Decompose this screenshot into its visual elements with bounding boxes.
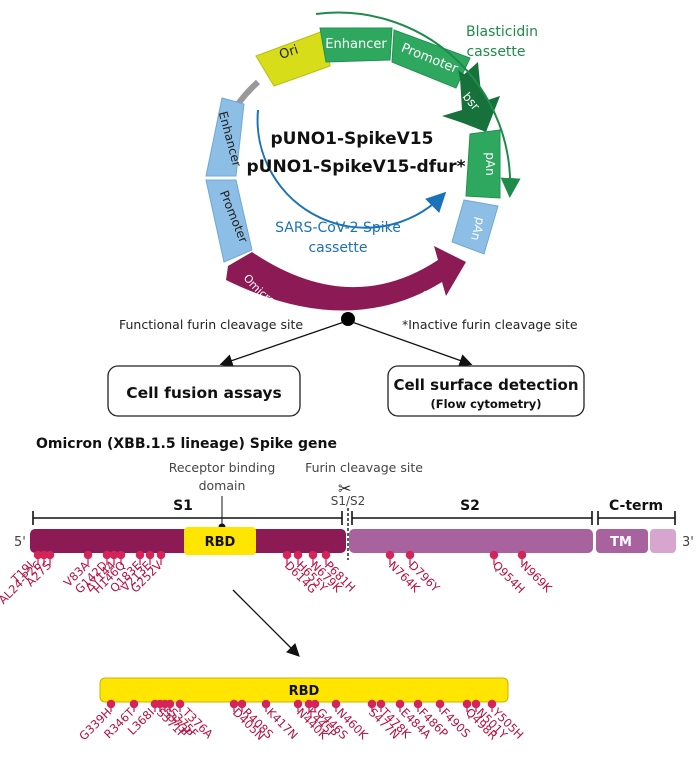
rbd-lollipop-head-19 bbox=[435, 699, 445, 709]
spike-gene-segment bbox=[226, 246, 466, 311]
s2-label: S2 bbox=[460, 498, 480, 514]
lollipop-head-15 bbox=[385, 550, 395, 560]
cell-fusion-box bbox=[107, 365, 301, 417]
rbd-detail: RBD G339H R346T bbox=[76, 677, 526, 744]
sars-label-2: cassette bbox=[308, 240, 367, 256]
cell-surface-label: Cell surface detection bbox=[393, 376, 578, 394]
lollipop-head-11 bbox=[282, 550, 292, 560]
cterm-bar bbox=[650, 529, 676, 553]
cell-surface-box bbox=[387, 365, 585, 417]
junction-dot bbox=[341, 312, 355, 326]
rbd-mutation-labels: G339H R346T L368I S371F S373P S375F T376… bbox=[76, 705, 526, 744]
pan-blue-segment bbox=[451, 199, 499, 255]
rbd-lollipop-head-15 bbox=[367, 699, 377, 709]
lollipop-head-12 bbox=[293, 550, 303, 560]
s2-bar bbox=[349, 529, 593, 553]
lollipop-head-6 bbox=[109, 550, 119, 560]
rbd-block bbox=[184, 527, 256, 555]
rbd-detail-label: RBD bbox=[289, 684, 320, 699]
functional-furin-label: Functional furin cleavage site bbox=[119, 317, 303, 332]
ori-segment bbox=[255, 29, 331, 87]
rbd-mutation-lollipops bbox=[106, 699, 497, 712]
lollipop-head-9 bbox=[145, 550, 155, 560]
sars-arc bbox=[256, 109, 447, 229]
pan-green-label: pAn bbox=[483, 152, 497, 175]
gene-map: Omicron (XBB.1.5 lineage) Spike gene Rec… bbox=[0, 436, 694, 657]
lollipop-head-5 bbox=[102, 550, 112, 560]
plasmid-name-1: pUNO1-SpikeV15 bbox=[271, 129, 434, 149]
cleavage-label: S1/S2 bbox=[331, 494, 366, 508]
rbd-lollipop-head-2 bbox=[129, 699, 139, 709]
scissors-icon: ✂ bbox=[338, 479, 351, 498]
ori-label: Ori bbox=[277, 43, 300, 63]
rbd-lollipop-head-9 bbox=[237, 699, 247, 709]
rbd-annotation-2: domain bbox=[199, 478, 246, 493]
gene-title: Omicron (XBB.1.5 lineage) Spike gene bbox=[36, 436, 337, 452]
lollipop-head-4 bbox=[83, 550, 93, 560]
rbd-lollipop-head-10 bbox=[261, 699, 271, 709]
enhancer-left-segment bbox=[205, 97, 245, 177]
rbd-lollipop-head-8 bbox=[229, 699, 239, 709]
rbd-lollipop-head-21 bbox=[471, 699, 481, 709]
blasticidin-arc bbox=[315, 11, 521, 198]
rbd-annotation-1: Receptor binding bbox=[169, 460, 276, 475]
pan-blue-label: pAn bbox=[468, 216, 488, 242]
flow: Functional furin cleavage site *Inactive… bbox=[107, 312, 585, 417]
rbd-lollipop-head-6 bbox=[165, 699, 175, 709]
rbd-lollipop-head-17 bbox=[395, 699, 405, 709]
rbd-lollipop-head-11 bbox=[293, 699, 303, 709]
promoter-left-segment bbox=[205, 179, 253, 263]
lollipop-head-14 bbox=[321, 550, 331, 560]
arrow-to-surface bbox=[351, 321, 473, 367]
lollipop-head-7 bbox=[116, 550, 126, 560]
enhancer-top-segment bbox=[319, 27, 393, 63]
rbd-lollipop-head-16 bbox=[376, 699, 386, 709]
lollipop-head-13 bbox=[308, 550, 318, 560]
rbd-lollipop-head-22 bbox=[487, 699, 497, 709]
tm-label: TM bbox=[610, 535, 632, 550]
rbd-lollipop-head-18 bbox=[413, 699, 423, 709]
lollipop-head-17 bbox=[489, 550, 499, 560]
gene-mutation-lollipops bbox=[33, 550, 527, 565]
cterm-label: C-term bbox=[609, 498, 663, 514]
five-prime-label: 5' bbox=[14, 535, 26, 550]
lollipop-head-8 bbox=[135, 550, 145, 560]
lollipop-head-10 bbox=[156, 550, 166, 560]
rbd-lollipop-head-14 bbox=[331, 699, 341, 709]
pan-green-segment bbox=[465, 129, 501, 199]
rbd-lollipop-head-20 bbox=[462, 699, 472, 709]
rbd-zoom-arrow bbox=[232, 589, 300, 657]
enhancer-top-label: Enhancer bbox=[325, 37, 387, 52]
gene-mutation-labels: T19I AL24-P26 A27S V83A G142D ΔY144 H146… bbox=[0, 558, 555, 607]
domain-brackets bbox=[32, 511, 676, 525]
furin-label: Furin cleavage site bbox=[305, 460, 423, 475]
rbd-detail-bar bbox=[99, 677, 509, 703]
arrow-to-fusion bbox=[219, 321, 345, 367]
lollipop-head-18 bbox=[517, 550, 527, 560]
lollipop-head-16 bbox=[405, 550, 415, 560]
inactive-furin-label: *Inactive furin cleavage site bbox=[402, 317, 578, 332]
cell-fusion-label: Cell fusion assays bbox=[126, 384, 282, 402]
sars-label-1: SARS-CoV-2 Spike bbox=[275, 220, 401, 236]
tm-bar bbox=[596, 529, 648, 553]
plasmid-map: Ori Enhancer Promoter bsr pAn pAn Enhanc… bbox=[205, 11, 538, 331]
rbd-lollipop-head-1 bbox=[106, 699, 116, 709]
blasticidin-label-2: cassette bbox=[466, 44, 525, 60]
blasticidin-label-1: Blasticidin bbox=[466, 24, 538, 40]
rbd-lollipop-head-13 bbox=[310, 699, 320, 709]
s1-label: S1 bbox=[173, 498, 193, 514]
plasmid-name-2: pUNO1-SpikeV15-dfur* bbox=[247, 157, 466, 177]
rbd-block-label: RBD bbox=[205, 535, 236, 550]
lollipop-head-3 bbox=[45, 550, 55, 560]
rbd-lollipop-head-7 bbox=[175, 699, 185, 709]
cell-surface-sublabel: (Flow cytometry) bbox=[431, 397, 542, 411]
bsr-arrow bbox=[450, 70, 500, 132]
three-prime-label: 3' bbox=[682, 535, 694, 550]
